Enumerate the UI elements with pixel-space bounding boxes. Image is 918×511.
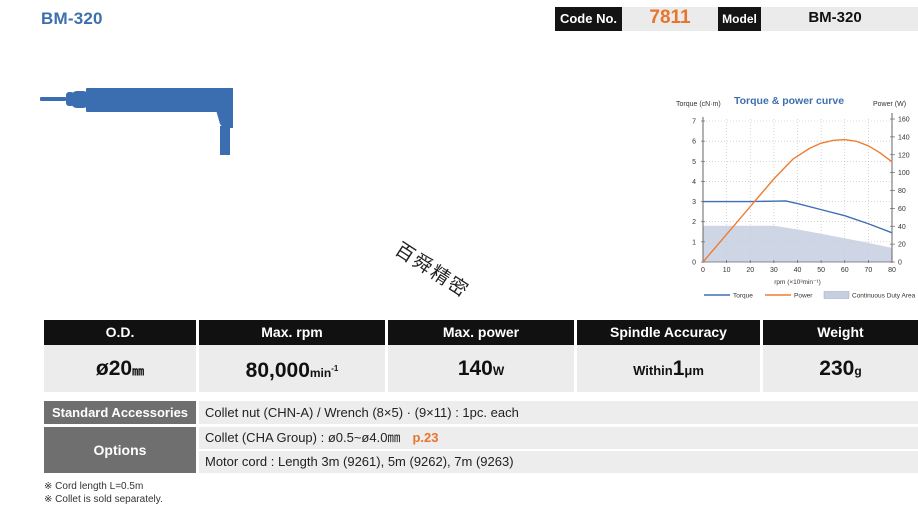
legend-duty-area-swatch — [823, 291, 850, 299]
spec-value-max-power: 140W — [388, 345, 574, 392]
od-prefix: ø — [95, 357, 109, 380]
options-label: Options — [44, 427, 196, 473]
legend-duty-area-label: Continuous Duty Area — [852, 293, 916, 300]
svg-text:40: 40 — [794, 267, 802, 274]
code-no-value: 7811 — [649, 7, 691, 28]
footnote-cord-length: ※ Cord length L=0.5m — [44, 481, 144, 492]
spec-header-od: O.D. — [44, 320, 196, 345]
svg-text:7: 7 — [692, 119, 696, 126]
power-line — [702, 138, 893, 263]
continuous-duty-area — [703, 225, 892, 262]
svg-text:100: 100 — [898, 170, 910, 177]
svg-text:5: 5 — [692, 159, 696, 166]
weight-unit: g — [854, 364, 862, 378]
footnote-collet: ※ Collet is sold separately. — [44, 494, 163, 505]
svg-text:30: 30 — [770, 267, 778, 274]
svg-text:20: 20 — [746, 267, 754, 274]
svg-text:0: 0 — [701, 267, 705, 274]
accuracy-prefix: Within — [633, 363, 673, 378]
rpm-value: 80,000 — [245, 359, 310, 382]
standard-accessories-text: Collet nut (CHN-A) / Wrench (8×5) · (9×1… — [199, 401, 918, 424]
spec-header-max-power: Max. power — [388, 320, 574, 345]
angled-spindle-motor-icon — [40, 88, 233, 155]
chart-title: Torque & power curve — [734, 95, 844, 107]
spec-value-max-rpm: 80,000min-1 — [199, 345, 385, 392]
accuracy-unit: μm — [684, 363, 704, 378]
code-no-label: Code No. — [555, 7, 622, 31]
svg-text:3: 3 — [692, 199, 696, 206]
spec-value-spindle-accuracy: Within1μm — [577, 345, 760, 392]
collet-page-ref-link[interactable]: p.23 — [412, 430, 439, 445]
accuracy-value: 1 — [672, 357, 685, 380]
rpm-unit: min — [309, 366, 332, 380]
svg-text:120: 120 — [898, 152, 910, 159]
y-axis-label: Torque (cN·m) — [676, 101, 721, 108]
svg-text:4: 4 — [692, 179, 696, 186]
standard-accessories-label: Standard Accessories — [44, 401, 196, 424]
spec-header-spindle-accuracy: Spindle Accuracy — [577, 320, 760, 345]
legend-torque-label: Torque — [733, 293, 753, 300]
watermark-text: 百舜精密 — [390, 238, 474, 303]
svg-text:140: 140 — [898, 134, 910, 141]
footnotes: ※ Cord length L=0.5m ※ Collet is sold se… — [44, 480, 163, 506]
svg-text:80: 80 — [898, 188, 906, 195]
svg-text:6: 6 — [692, 139, 696, 146]
svg-text:40: 40 — [898, 224, 906, 231]
model-label: Model — [718, 7, 761, 31]
svg-text:70: 70 — [864, 267, 872, 274]
product-image — [38, 80, 248, 160]
svg-text:0: 0 — [898, 260, 902, 267]
svg-text:160: 160 — [898, 117, 910, 124]
x-axis-label: rpm (×10³min⁻¹) — [774, 279, 821, 286]
spec-header-weight: Weight — [763, 320, 918, 345]
spec-value-weight: 230g — [763, 345, 918, 392]
od-unit: ㎜ — [132, 364, 145, 378]
page-title: BM-320 — [41, 9, 103, 28]
options-motor-cord-text: Motor cord : Length 3m (9261), 5m (9262)… — [199, 451, 918, 473]
spec-value-od: ø20㎜ — [44, 345, 196, 392]
options-collet-row: Collet (CHA Group) : ø0.5~ø4.0㎜ p.23 — [199, 427, 918, 449]
svg-text:50: 50 — [817, 267, 825, 274]
svg-text:80: 80 — [888, 267, 896, 274]
y2-axis-label: Power (W) — [873, 101, 906, 108]
weight-value: 230 — [819, 357, 855, 380]
od-value: 20 — [108, 357, 133, 380]
legend-power-label: Power — [794, 293, 813, 300]
options-collet-text: Collet (CHA Group) : ø0.5~ø4.0㎜ — [205, 430, 401, 445]
spec-header-max-rpm: Max. rpm — [199, 320, 385, 345]
rpm-unit-sup: -1 — [331, 364, 339, 373]
power-value: 140 — [457, 357, 493, 380]
svg-text:60: 60 — [898, 206, 906, 213]
svg-text:10: 10 — [723, 267, 731, 274]
svg-text:1: 1 — [692, 239, 696, 246]
svg-text:60: 60 — [841, 267, 849, 274]
svg-text:0: 0 — [692, 260, 696, 267]
model-value: BM-320 — [808, 9, 862, 26]
torque-line — [703, 200, 893, 234]
svg-text:2: 2 — [692, 219, 696, 226]
svg-text:20: 20 — [898, 242, 906, 249]
power-unit: W — [492, 364, 505, 378]
